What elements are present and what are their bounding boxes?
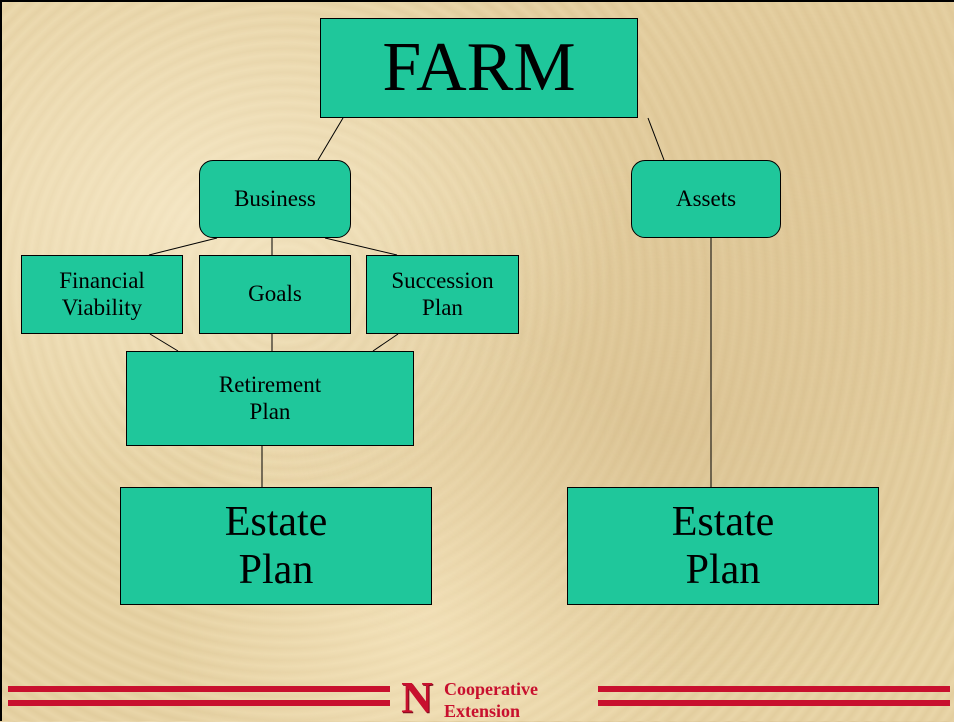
- business-label: Business: [234, 185, 316, 211]
- farm-node: FARM: [320, 18, 638, 118]
- connector-business-succession: [324, 237, 398, 256]
- farm-label: FARM: [382, 28, 576, 106]
- succession-plan-label: Succession Plan: [391, 268, 494, 320]
- succession-plan-node: Succession Plan: [366, 255, 519, 334]
- footer-bar-right-bottom: [598, 700, 950, 706]
- estate-plan-node-right: Estate Plan: [567, 487, 879, 605]
- estate-plan-label-right: Estate Plan: [671, 498, 775, 593]
- goals-label: Goals: [248, 281, 302, 307]
- footer-bar-left-bottom: [8, 700, 390, 706]
- financial-viability-node: Financial Viability: [21, 255, 183, 334]
- nebraska-n-logo-icon: N: [401, 673, 433, 722]
- retirement-plan-label: Retirement Plan: [218, 372, 322, 424]
- cooperative-extension-logo-text: Cooperative Extension: [444, 678, 594, 722]
- logo-text-line2: Extension: [444, 701, 521, 721]
- connector-succession-retirement: [372, 333, 399, 352]
- assets-node: Assets: [631, 160, 781, 238]
- footer-bar-right-top: [598, 686, 950, 692]
- estate-plan-node-left: Estate Plan: [120, 487, 432, 605]
- business-node: Business: [199, 160, 351, 238]
- logo-text-line1: Cooperative: [444, 679, 538, 699]
- goals-node: Goals: [199, 255, 351, 334]
- connector-farm-assets: [647, 117, 665, 161]
- assets-label: Assets: [675, 185, 737, 211]
- connector-farm-business: [317, 117, 344, 161]
- connector-financial-retirement: [149, 333, 179, 352]
- estate-plan-label-left: Estate Plan: [224, 498, 328, 593]
- footer-bar-left-top: [8, 686, 390, 692]
- retirement-plan-node: Retirement Plan: [126, 351, 414, 446]
- connector-business-financial: [148, 237, 218, 256]
- financial-viability-label: Financial Viability: [59, 268, 145, 320]
